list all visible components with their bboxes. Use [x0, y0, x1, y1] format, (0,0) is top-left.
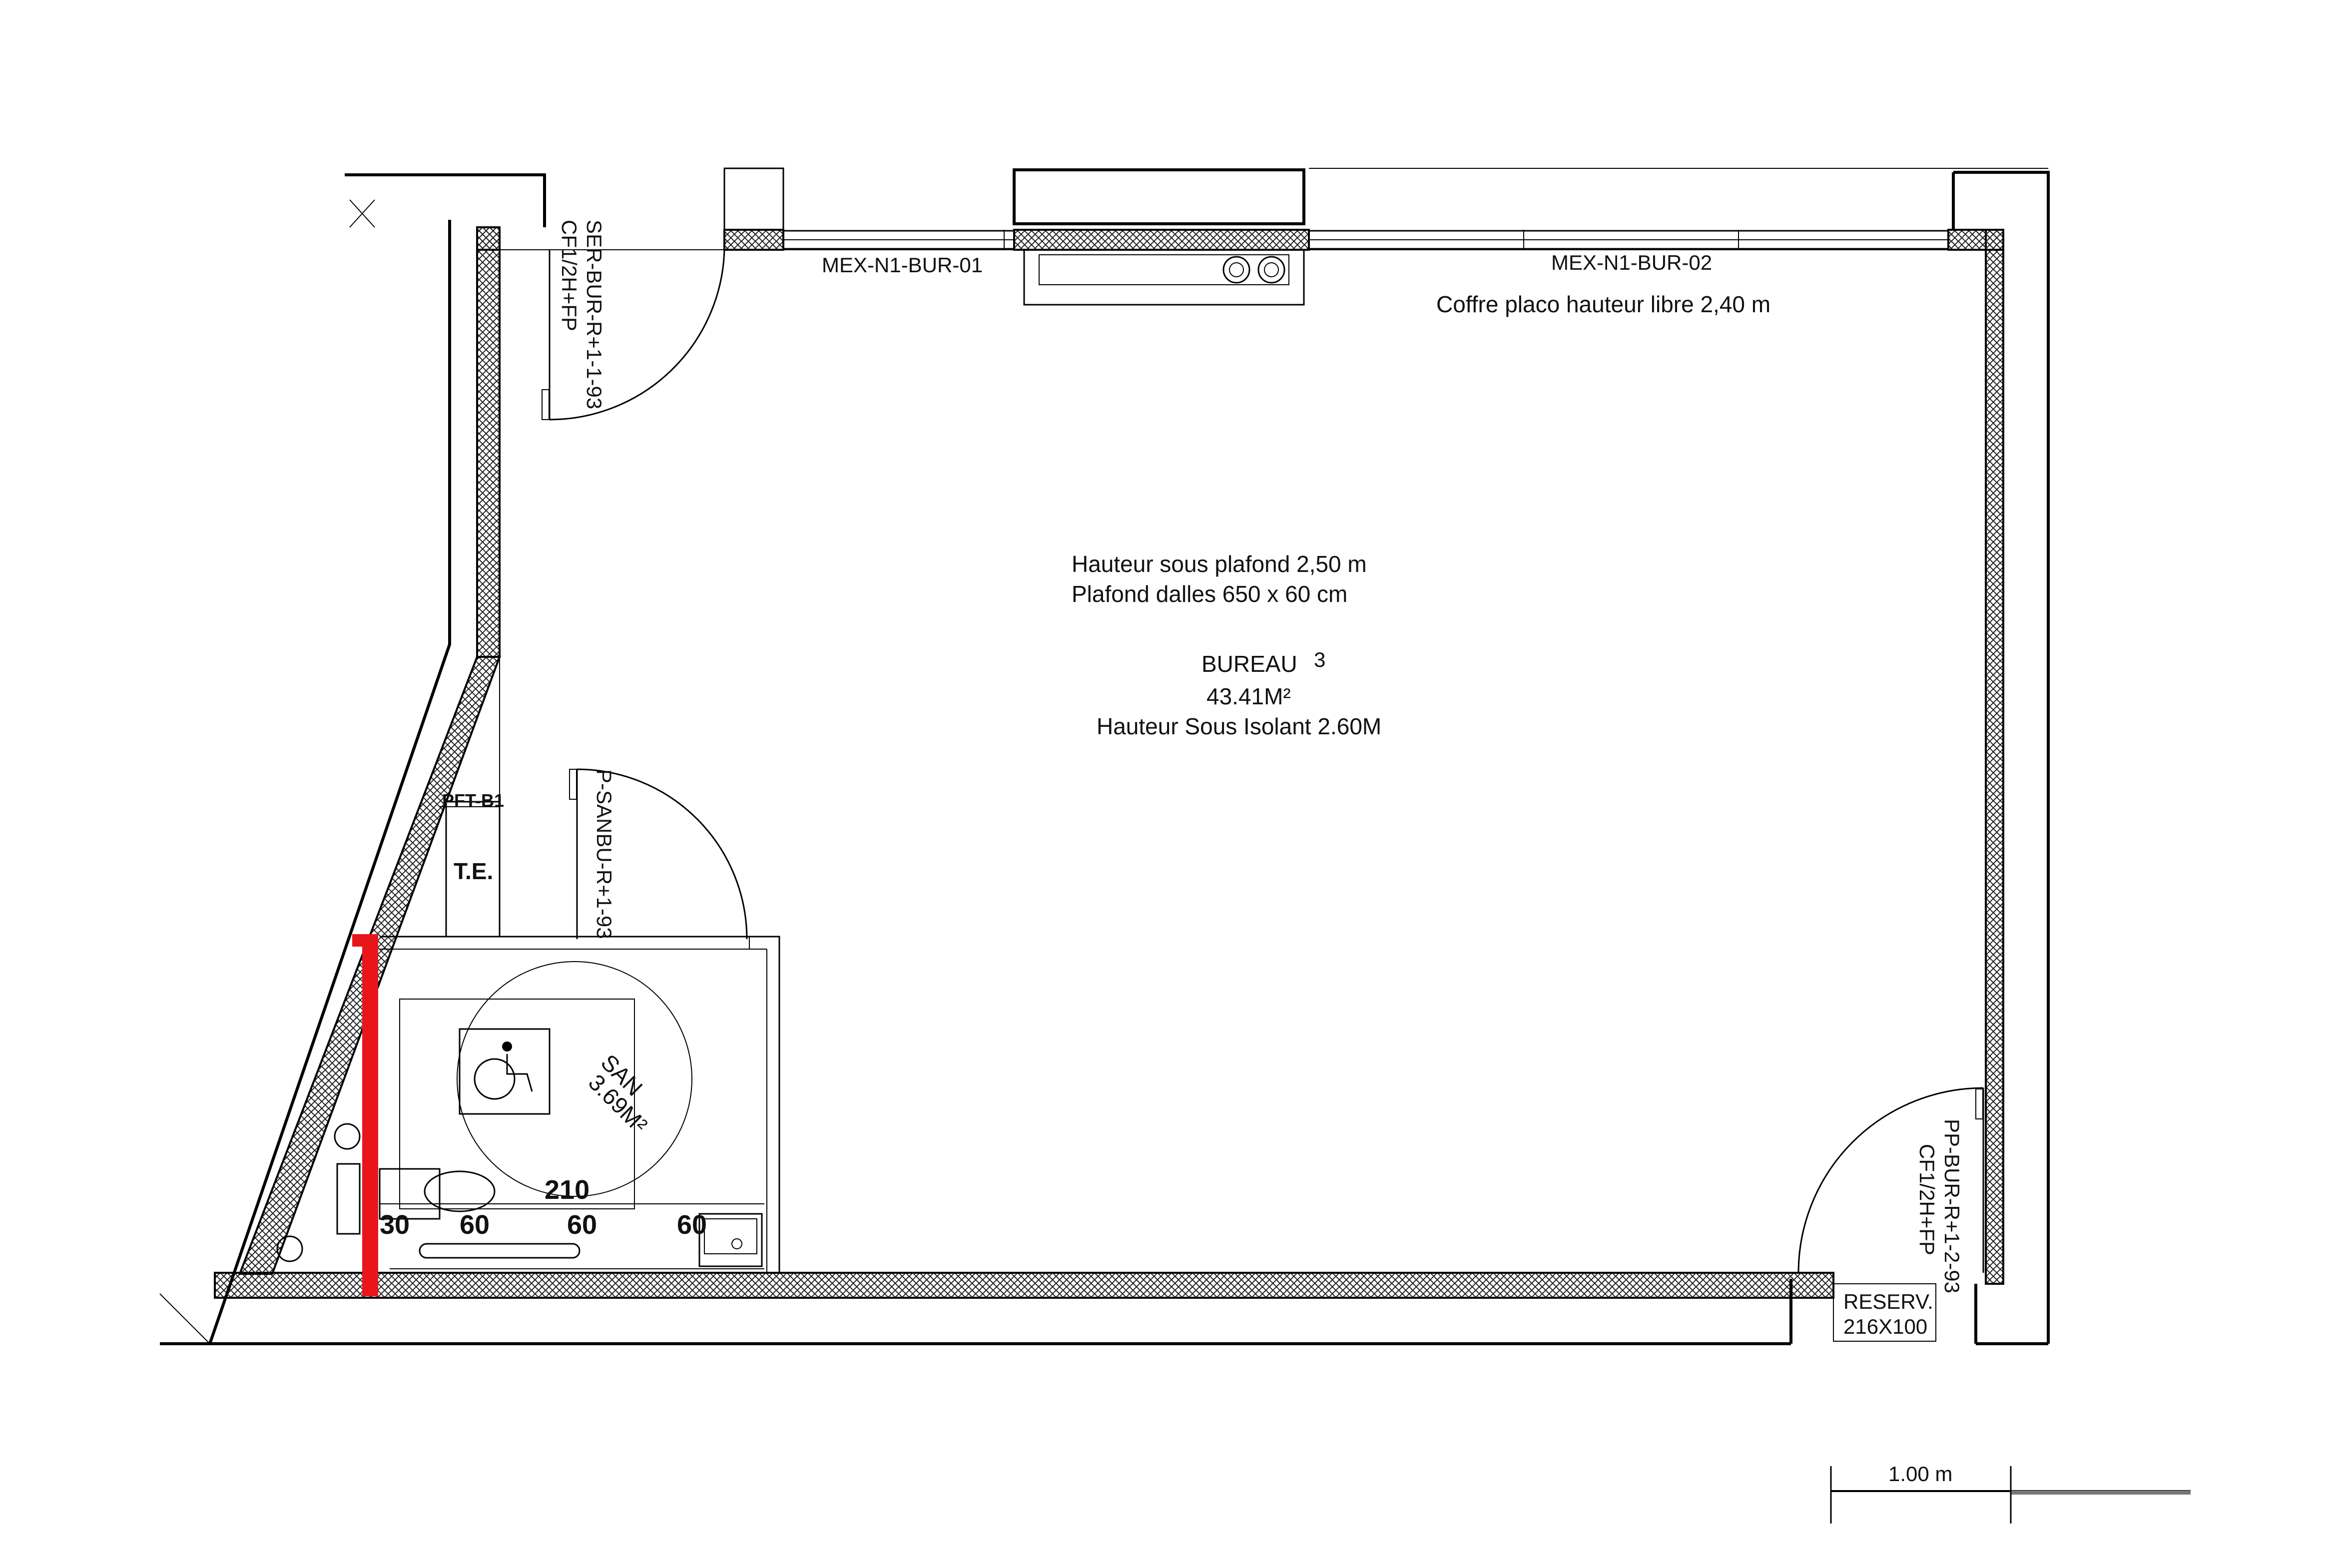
- room-area: 43.41M²: [1206, 683, 1291, 709]
- coffre-note: Coffre placo hauteur libre 2,40 m: [1436, 291, 1770, 317]
- highlighted-wall: [362, 934, 378, 1296]
- window-2-label: MEX-N1-BUR-02: [1551, 251, 1712, 274]
- door-pp-bur: PP-BUR-R+1-2-93 CF1/2H+FP: [1797, 1087, 1984, 1293]
- door-ser-bur: SER-BUR-R+1-1-93 CF1/2H+FP: [542, 220, 725, 421]
- reserve-box: RESERV. 216X100: [1833, 1283, 1936, 1342]
- door-3-label: PP-BUR-R+1-2-93: [1940, 1119, 1964, 1293]
- ceiling-height-note: Hauteur sous plafond 2,50 m: [1072, 551, 1367, 577]
- toilet-icon: [276, 1123, 496, 1262]
- sanitary-dim-total: 210: [545, 1175, 589, 1205]
- sanitary-dim-30: 30: [380, 1210, 410, 1240]
- sanitary-dim-60a: 60: [460, 1210, 490, 1240]
- room-number: 3: [1314, 648, 1325, 671]
- technical-shaft: PFT-B1 T.E.: [440, 790, 504, 938]
- door-1-rating: CF1/2H+FP: [558, 220, 581, 331]
- door-3-rating: CF1/2H+FP: [1915, 1144, 1939, 1255]
- room-height-isolant: Hauteur Sous Isolant 2.60M: [1097, 713, 1381, 739]
- door-1-label: SER-BUR-R+1-1-93: [583, 220, 606, 409]
- wheelchair-icon: [459, 1028, 551, 1115]
- door-p-sanbu: P-SANBU-R+1-93: [569, 768, 748, 940]
- sanitary-dim-60b: 60: [567, 1210, 597, 1240]
- scale-label: 1.00 m: [1888, 1462, 1952, 1486]
- reserve-line-2: 216X100: [1843, 1315, 1927, 1338]
- sanitary-dim-60c: 60: [677, 1210, 707, 1240]
- shaft-label: PFT-B1: [442, 790, 504, 811]
- ceiling-tiles-note: Plafond dalles 650 x 60 cm: [1072, 581, 1347, 607]
- shaft-te-label: T.E.: [454, 858, 493, 884]
- scale-bar: 1.00 m: [1830, 1462, 2191, 1524]
- room-name: BUREAU: [1201, 651, 1297, 677]
- sanitary-room: SAN 3.69M² 210 30 60 60 60: [276, 936, 780, 1273]
- reserve-line-1: RESERV.: [1843, 1290, 1933, 1313]
- outer-walls: [159, 167, 2050, 1345]
- window-1-label: MEX-N1-BUR-01: [822, 253, 983, 277]
- door-2-label: P-SANBU-R+1-93: [592, 769, 616, 939]
